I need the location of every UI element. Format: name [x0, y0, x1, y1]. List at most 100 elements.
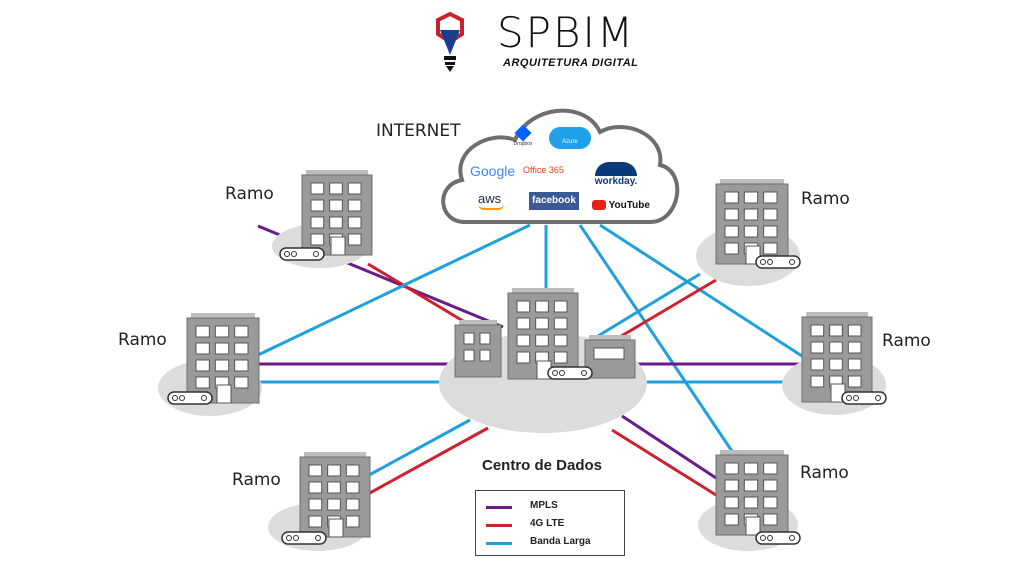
broadband-link — [578, 224, 752, 479]
building-roof — [304, 452, 366, 457]
router-device — [755, 531, 801, 545]
building-roof — [191, 313, 255, 318]
building-window — [234, 376, 249, 389]
router-port-icon — [201, 395, 207, 401]
building-window — [553, 317, 568, 330]
building-mid-right — [801, 312, 873, 403]
building-window — [327, 481, 341, 494]
building-window — [347, 233, 362, 246]
building-window — [516, 334, 531, 347]
building-window — [516, 317, 531, 330]
building-window — [724, 191, 739, 204]
building-window — [310, 199, 325, 212]
building-window — [553, 334, 568, 347]
legend-item-banda-larga: Banda Larga — [486, 536, 616, 550]
building-window — [763, 479, 778, 492]
router-port-icon — [313, 251, 319, 257]
buildings — [167, 170, 887, 545]
aws-smile-icon — [478, 204, 504, 210]
building-window — [516, 300, 531, 313]
router-port-icon — [315, 535, 321, 541]
router-port-icon — [552, 370, 558, 376]
router-device — [755, 255, 801, 269]
dropbox-icon — [514, 124, 532, 142]
building-window — [829, 324, 843, 337]
router-port-icon — [559, 370, 565, 376]
router-port-icon — [172, 395, 178, 401]
legend-item-4g-lte: 4G LTE — [486, 518, 616, 532]
internet-label: INTERNET — [376, 121, 461, 141]
building-window — [516, 351, 531, 364]
office365-logo: Office 365 — [523, 165, 564, 175]
building-data-center-left — [454, 320, 502, 378]
lte-link — [617, 278, 717, 340]
building-window — [829, 358, 843, 371]
router-device — [167, 391, 213, 405]
building-window — [743, 496, 759, 509]
building-top-right — [715, 179, 789, 265]
building-window — [195, 359, 210, 372]
building-window — [743, 479, 759, 492]
youtube-play-icon — [592, 200, 606, 211]
router-port-icon — [760, 259, 766, 265]
building-bottom-right — [715, 450, 789, 536]
building-window — [847, 375, 862, 388]
router-port-icon — [767, 259, 773, 265]
youtube-logo: YouTube — [592, 200, 650, 211]
building-window — [327, 464, 341, 477]
building-window — [763, 513, 778, 526]
router-port-icon — [291, 251, 297, 257]
building-data-center-main — [507, 288, 579, 380]
logo-title: SPBIM — [497, 8, 636, 57]
building-window — [195, 376, 210, 389]
building-window — [310, 216, 325, 229]
building-window — [195, 325, 210, 338]
building-window — [329, 216, 343, 229]
building-window — [308, 498, 323, 511]
building-roof — [512, 288, 574, 293]
building-window — [479, 349, 491, 362]
building-roof — [589, 335, 631, 340]
building-window — [463, 332, 475, 345]
building-window — [535, 300, 549, 313]
building-window — [553, 300, 568, 313]
building-window — [195, 342, 210, 355]
legend: MPLS 4G LTE Banda Larga — [475, 490, 625, 556]
building-roof — [459, 320, 497, 325]
legend-item-mpls: MPLS — [486, 500, 616, 514]
legend-swatch — [486, 524, 512, 527]
building-window — [810, 358, 825, 371]
building-window — [347, 182, 362, 195]
building-roof — [720, 450, 784, 455]
building-window — [847, 324, 862, 337]
building-window — [310, 182, 325, 195]
router-port-icon — [179, 395, 185, 401]
building-window — [724, 208, 739, 221]
building-door — [745, 516, 761, 536]
building-window — [724, 513, 739, 526]
router-icon — [547, 366, 593, 380]
lte-link — [611, 428, 717, 497]
router-icon — [841, 391, 887, 405]
router-device — [547, 366, 593, 380]
building-window — [810, 341, 825, 354]
legend-label: Banda Larga — [530, 536, 591, 547]
building-window — [347, 199, 362, 212]
building-window — [724, 225, 739, 238]
youtube-label: YouTube — [608, 200, 650, 211]
router-port-icon — [789, 259, 795, 265]
legend-label: 4G LTE — [530, 518, 565, 529]
building-window — [847, 341, 862, 354]
data-center-label: Centro de Dados — [482, 457, 603, 474]
branch-label-top-left: Ramo — [225, 184, 274, 204]
router-device — [281, 531, 327, 545]
legend-label: MPLS — [530, 500, 558, 511]
router-icon — [281, 531, 327, 545]
legend-swatch — [486, 542, 512, 545]
router-device — [279, 247, 325, 261]
building-window — [329, 182, 343, 195]
building-door — [216, 384, 232, 404]
broadband-link — [599, 223, 806, 360]
internet-cloud — [441, 108, 680, 224]
branch-label-bottom-right: Ramo — [800, 463, 849, 483]
